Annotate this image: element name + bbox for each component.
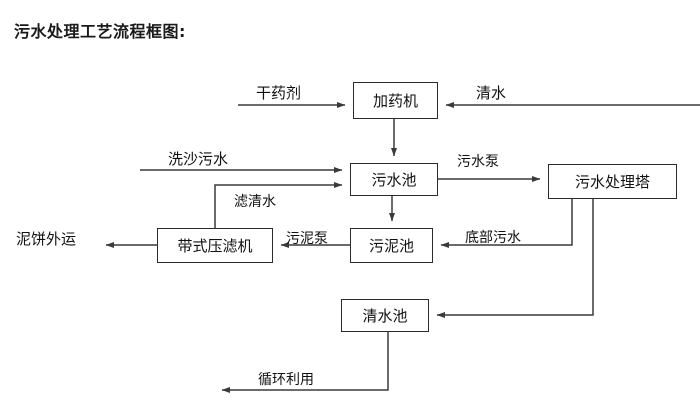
diagram-title: 污水处理工艺流程框图: <box>14 22 186 41</box>
io-label-dry-agent: 干药剂 <box>256 84 302 102</box>
node-treatment-tower[interactable]: 污水处理塔 <box>548 164 677 199</box>
node-sludge-pool[interactable]: 污泥池 <box>350 228 433 263</box>
edge-filtered-water-to-sewage-pool <box>214 181 343 228</box>
io-label-mud-cake-transport: 泥饼外运 <box>16 230 77 248</box>
edge-label-bottom-sewage: 底部污水 <box>465 230 521 246</box>
node-sewage-pool[interactable]: 污水池 <box>350 163 438 196</box>
node-label: 污水处理塔 <box>574 173 650 191</box>
edge-bottom-sewage-to-sludge-pool <box>440 199 573 249</box>
node-dosing-machine[interactable]: 加药机 <box>353 82 438 119</box>
node-label: 加药机 <box>372 92 418 110</box>
edge-tower-to-clear-water-pool <box>436 199 594 319</box>
edge-clear-water-to-recycle <box>221 332 389 394</box>
edge-label-filtered-water: 滤清水 <box>234 194 276 210</box>
edge-label-sludge-pump: 污泥泵 <box>286 231 328 247</box>
edge-label-recycle-reuse: 循环利用 <box>258 372 314 388</box>
node-clear-water-pool[interactable]: 清水池 <box>341 299 429 332</box>
edge-label-sewage-pump: 污水泵 <box>457 154 499 170</box>
node-label: 清水池 <box>362 307 408 325</box>
node-label: 带式压滤机 <box>177 237 253 255</box>
io-label-clean-water: 清水 <box>476 84 507 102</box>
node-label: 污泥池 <box>368 237 414 255</box>
node-label: 污水池 <box>371 171 417 189</box>
io-label-sand-wash-sewage: 洗沙污水 <box>168 150 229 168</box>
node-belt-filter-press[interactable]: 带式压滤机 <box>157 228 273 263</box>
